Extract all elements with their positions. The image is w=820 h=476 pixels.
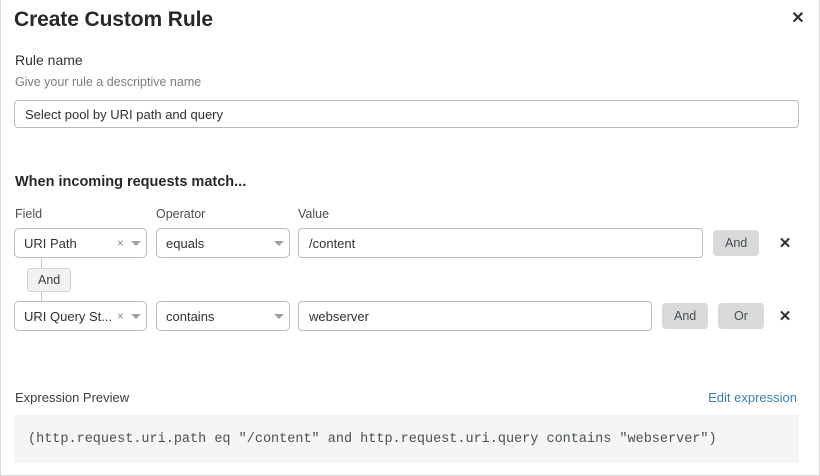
- chevron-down-icon[interactable]: [126, 313, 146, 319]
- chevron-down-icon[interactable]: [126, 240, 146, 246]
- expression-code: (http.request.uri.path eq "/content" and…: [28, 431, 717, 447]
- expression-preview-box: (http.request.uri.path eq "/content" and…: [14, 415, 799, 463]
- clear-icon[interactable]: ×: [116, 236, 124, 250]
- operator-select-2-value: contains: [166, 308, 215, 324]
- value-input-1[interactable]: [298, 228, 703, 258]
- rule-name-label: Rule name: [15, 52, 83, 68]
- chevron-down-icon[interactable]: [269, 313, 289, 319]
- add-and-button-2[interactable]: And: [662, 303, 709, 329]
- clear-icon[interactable]: ×: [116, 309, 124, 323]
- edit-expression-link[interactable]: Edit expression: [708, 390, 797, 405]
- rule-name-description: Give your rule a descriptive name: [15, 75, 202, 89]
- column-header-value: Value: [298, 207, 330, 221]
- add-or-button-2[interactable]: Or: [718, 303, 764, 329]
- field-select-1[interactable]: URI Path ×: [14, 228, 147, 258]
- logic-connector: And: [14, 258, 134, 302]
- value-input-2[interactable]: [298, 301, 652, 331]
- match-heading: When incoming requests match...: [15, 174, 247, 190]
- column-header-field: Field: [15, 207, 43, 221]
- rule-name-input[interactable]: [14, 100, 799, 128]
- close-icon[interactable]: ✕: [791, 10, 805, 27]
- connector-and-chip[interactable]: And: [27, 268, 72, 292]
- column-header-operator: Operator: [156, 207, 206, 221]
- field-select-2[interactable]: URI Query St... ×: [14, 301, 147, 331]
- field-select-2-value: URI Query St...: [24, 308, 113, 324]
- expression-preview-label: Expression Preview: [15, 390, 130, 405]
- operator-select-1[interactable]: equals: [156, 228, 290, 258]
- condition-row: URI Query St... × contains And Or ✕: [1, 301, 819, 331]
- field-select-1-value: URI Path: [24, 235, 77, 251]
- delete-row-button-2[interactable]: ✕: [778, 308, 792, 325]
- operator-select-1-value: equals: [166, 235, 205, 251]
- operator-select-2[interactable]: contains: [156, 301, 290, 331]
- add-and-button-1[interactable]: And: [713, 230, 760, 256]
- chevron-down-icon[interactable]: [269, 240, 289, 246]
- condition-row: URI Path × equals And ✕: [1, 228, 819, 258]
- delete-row-button-1[interactable]: ✕: [778, 235, 792, 252]
- dialog-title: Create Custom Rule: [14, 8, 213, 31]
